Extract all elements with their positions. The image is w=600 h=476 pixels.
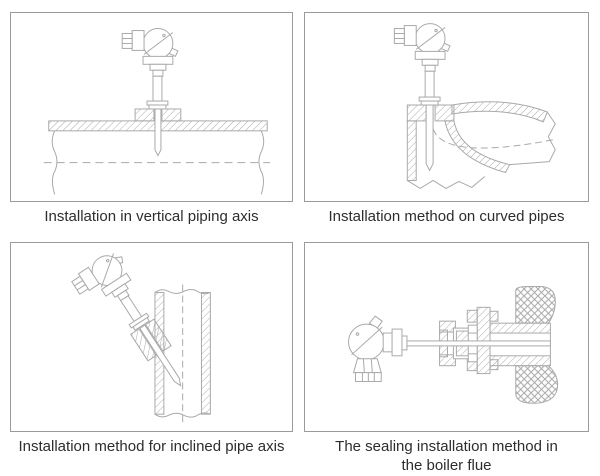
figure-boiler-flue: The sealing installation method in the b… bbox=[304, 242, 589, 475]
inclined-installation-diagram bbox=[71, 253, 211, 426]
sensor-head bbox=[393, 23, 451, 106]
curved-pipe bbox=[406, 101, 556, 190]
mounting-boss bbox=[130, 318, 172, 362]
figure-vertical-piping: Installation in vertical piping axis bbox=[10, 12, 293, 226]
pipe-centerline bbox=[432, 128, 554, 149]
bolt bbox=[466, 309, 499, 323]
probe bbox=[139, 324, 182, 387]
sensor-head bbox=[121, 28, 179, 110]
inclined-diagram-box bbox=[10, 242, 293, 432]
sensor-assembly bbox=[71, 253, 182, 387]
figure-caption: Installation in vertical piping axis bbox=[44, 208, 259, 225]
probe bbox=[154, 108, 162, 157]
probe bbox=[425, 104, 434, 172]
installation-methods-grid: Installation in vertical piping axis bbox=[10, 12, 589, 475]
mounting-boss bbox=[406, 104, 455, 122]
figure-caption: The sealing installation method in the b… bbox=[335, 438, 558, 474]
curved-installation-diagram bbox=[393, 23, 556, 190]
sensor-head bbox=[348, 315, 408, 383]
figure-inclined-pipe: Installation method for inclined pipe ax… bbox=[10, 242, 293, 475]
curved-diagram-box bbox=[304, 12, 589, 202]
sensor-head bbox=[71, 253, 150, 331]
figure-caption: Installation method on curved pipes bbox=[328, 208, 565, 225]
boiler-flue-installation-diagram bbox=[348, 286, 559, 404]
vertical-installation-diagram bbox=[43, 28, 271, 195]
figure-curved-pipes: Installation method on curved pipes bbox=[304, 12, 589, 226]
figure-caption: Installation method for inclined pipe ax… bbox=[18, 438, 285, 455]
boiler-diagram-box bbox=[304, 242, 589, 432]
vertical-diagram-box bbox=[10, 12, 293, 202]
boiler-wall bbox=[515, 286, 559, 404]
mounting-boss bbox=[134, 108, 182, 122]
probe bbox=[400, 340, 551, 347]
